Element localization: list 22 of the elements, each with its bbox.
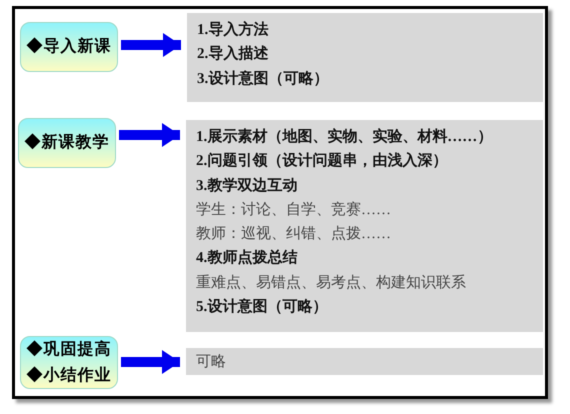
stage-label: ◆导入新课 xyxy=(26,36,112,57)
note-text: 教师：巡视、纠错、点拨…… xyxy=(196,224,391,244)
note-text: 学生：讨论、自学、竞赛…… xyxy=(196,200,391,220)
list-item: 4.教师点拨总结 xyxy=(196,248,298,268)
content-box xyxy=(186,348,543,375)
list-item: 1.展示素材（地图、实物、实验、材料……） xyxy=(196,127,492,147)
content-box xyxy=(187,13,543,102)
list-item: 5.设计意图（可略） xyxy=(196,297,328,318)
note-text: 重难点、易错点、易考点、构建知识联系 xyxy=(196,274,466,293)
content-box xyxy=(186,120,543,332)
stage-label: ◆小结作业 xyxy=(26,366,112,386)
stage-box xyxy=(20,22,118,72)
list-item: 3.教学双边互动 xyxy=(196,176,298,196)
list-item: 2.问题引领（设计问题串，由浅入深） xyxy=(196,151,448,172)
stage-label: ◆巩固提高 xyxy=(26,339,112,360)
stage-box xyxy=(20,336,118,389)
stage-label: ◆新课教学 xyxy=(24,132,110,153)
list-item: 1.导入方法 xyxy=(197,20,268,40)
stage-box xyxy=(18,118,116,168)
note-text: 可略 xyxy=(196,353,226,372)
list-item: 3.设计意图（可略） xyxy=(197,69,328,89)
list-item: 2.导入描述 xyxy=(197,44,268,64)
